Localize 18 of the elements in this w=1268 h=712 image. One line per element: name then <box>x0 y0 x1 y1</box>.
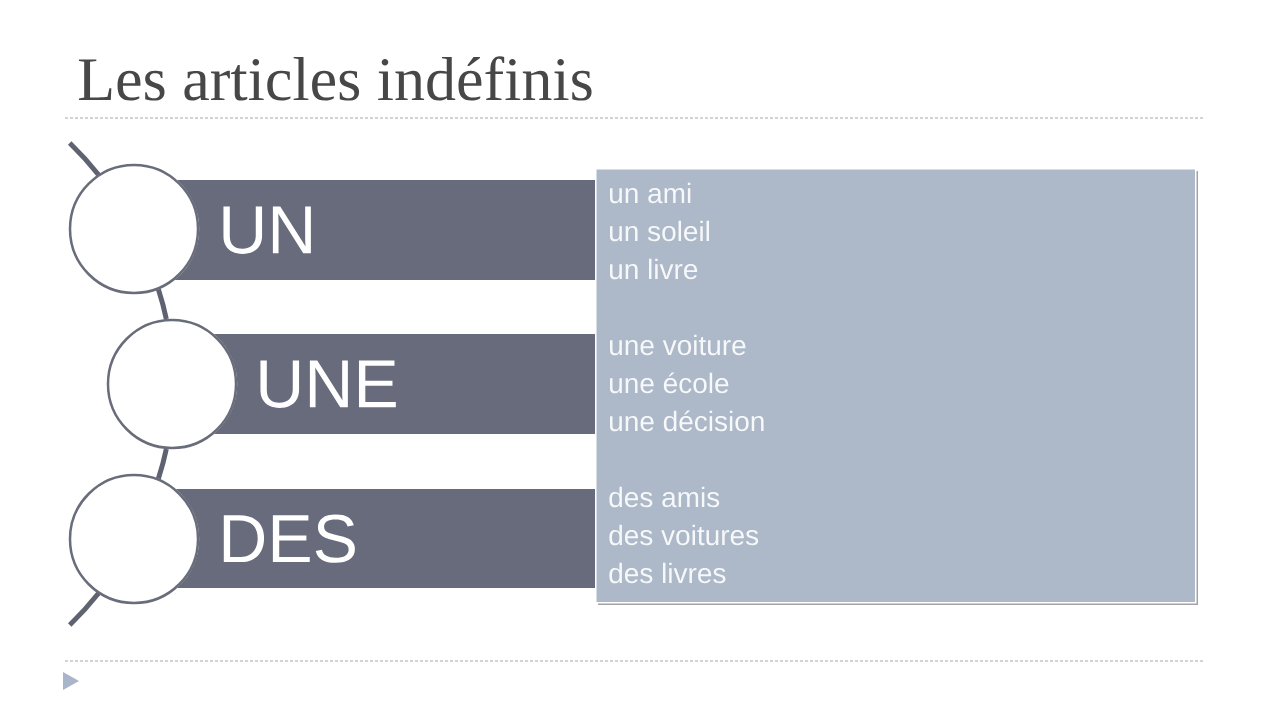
list-item: une école <box>610 372 729 394</box>
label-band: UN <box>174 180 595 280</box>
circle <box>68 473 200 605</box>
list-item: un soleil <box>610 220 709 242</box>
circle <box>106 318 238 450</box>
arc-line <box>156 448 169 480</box>
title: Les articles indéfinis <box>79 56 592 101</box>
list-item: une voiture <box>610 334 746 356</box>
list-item: des voitures <box>609 524 759 546</box>
label-band: UNE <box>213 334 595 434</box>
list-item: un livre <box>610 258 698 280</box>
list-item: une décision <box>610 410 764 432</box>
circle <box>68 163 200 295</box>
list-item: des livres <box>609 562 726 584</box>
label-band: DES <box>175 489 595 588</box>
arc-line <box>156 288 169 320</box>
list-item: des amis <box>609 486 720 508</box>
list-item: un ami <box>610 182 691 204</box>
